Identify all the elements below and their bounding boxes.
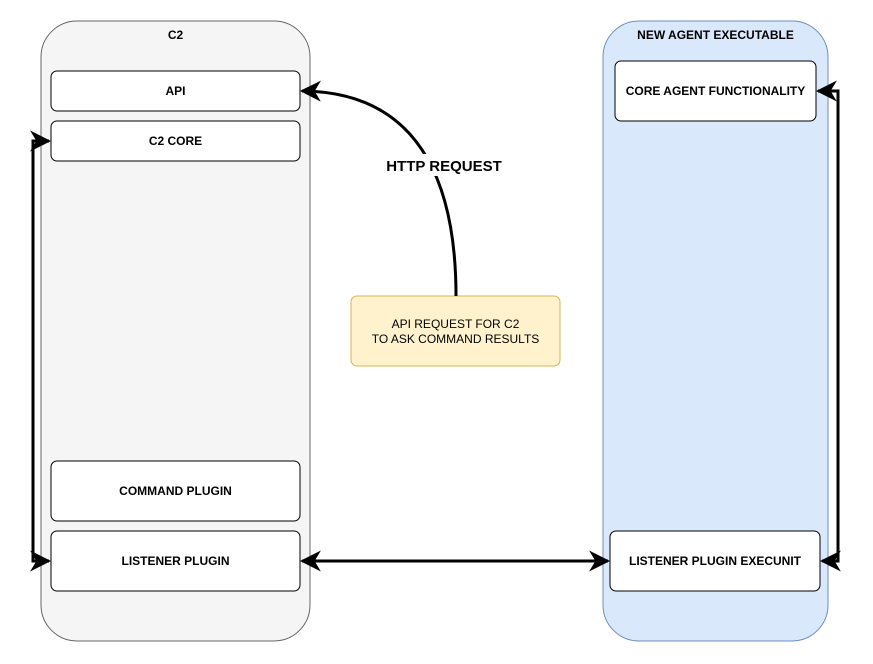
note-line-2: TO ASK COMMAND RESULTS: [372, 332, 540, 346]
agent-container-title: NEW AGENT EXECUTABLE: [637, 28, 794, 42]
core-agent-box[interactable]: CORE AGENT FUNCTIONALITY: [614, 60, 817, 122]
note-line-1: API REQUEST FOR C2: [392, 317, 520, 331]
listener-plugin-box-label: LISTENER PLUGIN: [121, 554, 229, 568]
c2-core-box[interactable]: C2 CORE: [50, 120, 301, 162]
listener-execunit-box[interactable]: LISTENER PLUGIN EXECUNIT: [609, 530, 821, 592]
http-request-label-bg: [384, 154, 504, 176]
listener-execunit-box-label: LISTENER PLUGIN EXECUNIT: [629, 554, 802, 568]
http-request-edge: [299, 80, 458, 297]
http-request-label: HTTP REQUEST: [386, 158, 502, 175]
c2-container-title: C2: [168, 28, 184, 42]
api-box[interactable]: API: [50, 70, 301, 112]
c2-core-box-label: C2 CORE: [149, 134, 202, 148]
api-request-note[interactable]: API REQUEST FOR C2 TO ASK COMMAND RESULT…: [350, 295, 561, 367]
core-agent-box-label: CORE AGENT FUNCTIONALITY: [626, 84, 806, 98]
core-listener-edge: [30, 130, 52, 572]
agent-core-execunit-edge: [815, 80, 841, 572]
listener-plugin-box[interactable]: LISTENER PLUGIN: [50, 530, 301, 592]
command-plugin-box[interactable]: COMMAND PLUGIN: [50, 460, 301, 522]
api-box-label: API: [165, 84, 185, 98]
command-plugin-box-label: COMMAND PLUGIN: [119, 484, 232, 498]
agent-container: NEW AGENT EXECUTABLE: [602, 20, 829, 642]
